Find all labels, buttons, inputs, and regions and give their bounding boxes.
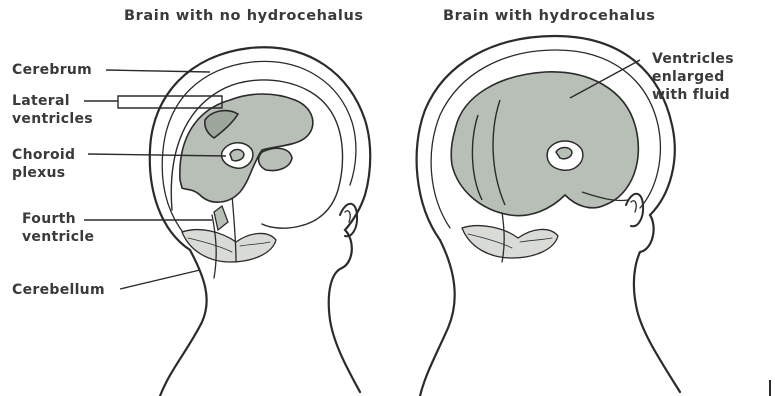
normal-choroid-plexus xyxy=(222,143,253,169)
hydrocephalus-choroid-plexus xyxy=(547,141,583,170)
enlarged-ventricles xyxy=(451,72,638,216)
label-choroid-plexus: Choroid plexus xyxy=(12,146,75,182)
label-cerebrum: Cerebrum xyxy=(12,61,92,79)
label-fourth-ventricle: Fourth ventricle xyxy=(22,210,94,246)
label-ventricles-enlarged: Ventricles enlarged with fluid xyxy=(652,50,734,104)
normal-ear xyxy=(340,204,357,237)
hydrocephalus-neck-outline xyxy=(420,240,455,396)
normal-cerebellum xyxy=(182,230,276,262)
hydrocephalus-cerebellum xyxy=(462,226,558,258)
label-cerebellum: Cerebellum xyxy=(12,281,105,299)
normal-fourth-ventricle xyxy=(214,206,228,230)
hydrocephalus-ear xyxy=(626,194,643,227)
normal-neck-outline xyxy=(160,250,207,396)
label-lateral-ventricles: Lateral ventricles xyxy=(12,92,93,128)
